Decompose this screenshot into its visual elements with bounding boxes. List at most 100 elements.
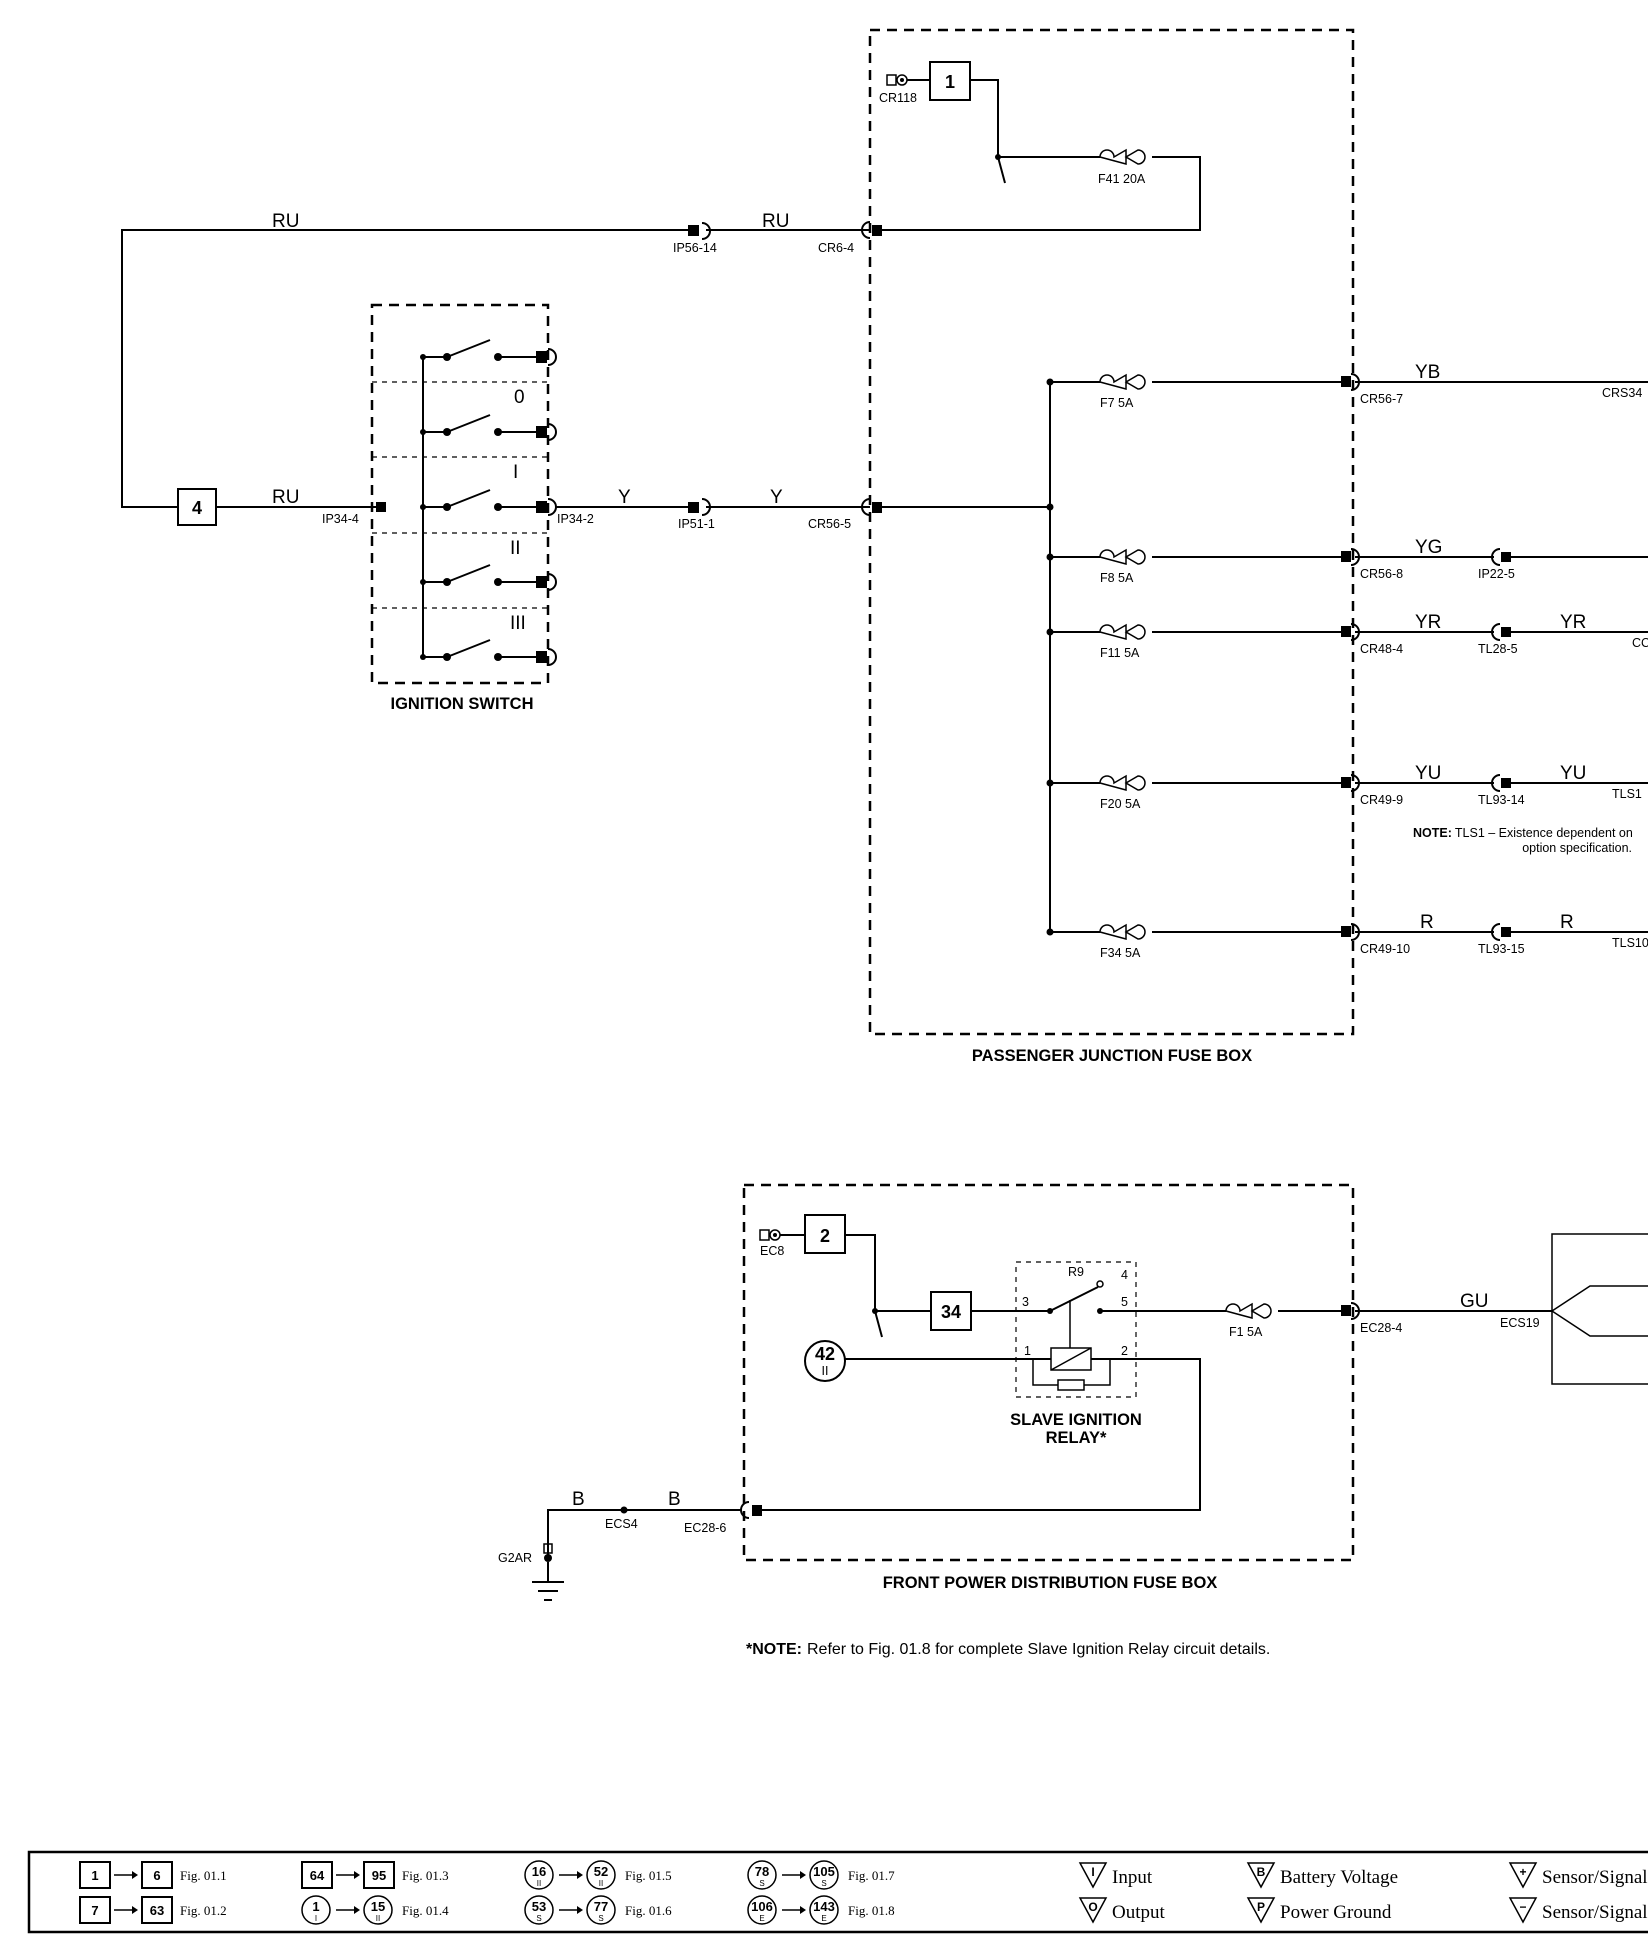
legend-arrow-head [800, 1871, 806, 1879]
circle-ref-42-top: 42 [815, 1344, 835, 1364]
wire [121, 229, 690, 508]
relay-pin-4: 4 [1121, 1268, 1128, 1282]
legend-arrow-head [577, 1871, 583, 1879]
ground-stub [874, 1310, 883, 1338]
ref-box-2[interactable] [804, 1214, 846, 1254]
fuse-f41-label: F41 20A [1098, 172, 1146, 186]
legend-circle-ref [586, 1895, 616, 1925]
switch-blade [446, 489, 491, 508]
note-tls1-line2: option specification. [1522, 841, 1632, 855]
legend-symbol: P Power Ground [1246, 1897, 1392, 1924]
out-pin [1341, 376, 1351, 387]
switch-blade [446, 639, 491, 658]
wire-ru-top-right: RU [762, 211, 789, 232]
ref-1-feed: CR118 1 [879, 61, 1100, 184]
out-pin [1341, 926, 1351, 937]
out-pin [1341, 551, 1351, 562]
legend-box-ref [363, 1861, 395, 1889]
legend-circle-ref [524, 1895, 554, 1925]
legend-circle-ref [301, 1895, 331, 1925]
ref-box-34[interactable] [930, 1291, 972, 1331]
cr6-socket [861, 221, 871, 239]
y-wire: Y Y IP51-1 [556, 487, 882, 531]
legend-box-ref [79, 1861, 111, 1889]
pin-cr6-4: CR6-4 [818, 241, 854, 255]
ref-box-4[interactable] [177, 488, 217, 526]
legend-ref-num: 16 [532, 1864, 546, 1879]
bottom-note-label: *NOTE: [746, 1641, 802, 1658]
switch-blade [446, 414, 491, 433]
relay-pin-2: 2 [1121, 1344, 1128, 1358]
fuse-symbol [1099, 923, 1146, 940]
legend-triangle-mark: P [1257, 1900, 1265, 1914]
switch-terminal [536, 651, 547, 663]
conn-pin [1501, 927, 1511, 937]
bottom-note: *NOTE:Refer to Fig. 01.8 for complete Sl… [746, 1641, 1270, 1658]
legend-symbol: −Sensor/Signal [1508, 1897, 1648, 1924]
switch-terminal-socket [547, 648, 557, 666]
relay-pin-3: 3 [1022, 1295, 1029, 1309]
out-pin-label: CR56-8 [1360, 567, 1403, 581]
legend-circle-ref [747, 1895, 777, 1925]
legend-ref-sub: S [759, 1879, 764, 1888]
target-label: CC [1632, 636, 1648, 650]
switch-blade [446, 564, 491, 583]
legend-fig: Fig. 01.8 [848, 1903, 895, 1918]
cr56-5-socket [861, 498, 871, 516]
legend-triangle-mark: + [1519, 1865, 1526, 1879]
ref-box-1[interactable] [929, 61, 971, 101]
legend-box-ref [141, 1861, 173, 1889]
legend-ref-num: 52 [594, 1864, 608, 1879]
conn-cr118-body [886, 74, 897, 86]
legend-ref-num: 106 [751, 1899, 773, 1914]
legend-symbol-label: Output [1112, 1902, 1166, 1923]
relay-outline [1015, 1261, 1137, 1398]
pin-ec28-6: EC28-6 [684, 1521, 726, 1535]
out-wire2-label: R [1560, 912, 1574, 933]
out-pin [1341, 777, 1351, 788]
legend-fig: Fig. 01.7 [848, 1868, 895, 1883]
pin-ip34-4: IP34-4 [322, 512, 359, 526]
switch-pos-ii: II [510, 538, 521, 559]
wire [845, 1234, 876, 1311]
legend-ref-sub: II [537, 1879, 541, 1888]
legend-ref-sub: S [821, 1879, 826, 1888]
conn-socket [1491, 623, 1501, 641]
splice-ecs19: ECS19 [1500, 1316, 1540, 1330]
legend-triangle [1078, 1897, 1108, 1924]
conn-socket [1491, 923, 1501, 941]
junction-dot [1046, 553, 1054, 561]
cr6-pin [872, 225, 882, 236]
front-box-title: FRONT POWER DISTRIBUTION FUSE BOX [883, 1574, 1218, 1592]
fuse-f1-symbol [1225, 1302, 1272, 1319]
conn-socket [1491, 548, 1501, 566]
legend-fig: Fig. 01.1 [180, 1868, 227, 1883]
out-pin-label: CR49-10 [1360, 942, 1410, 956]
fuse-f41: F41 20A [882, 148, 1201, 231]
legend-arrow-head [132, 1871, 138, 1879]
out-wire-label: YR [1415, 612, 1441, 633]
legend-symbol-label: Battery Voltage [1280, 1867, 1398, 1888]
legend-ref-num: 78 [755, 1864, 769, 1879]
legend-triangle [1246, 1862, 1276, 1889]
circle-ref-42[interactable] [804, 1340, 846, 1382]
legend-ref-sub: II [599, 1879, 603, 1888]
splice-block [1551, 1233, 1648, 1385]
wire-gu: GU [1460, 1291, 1489, 1312]
conn-ec8-label: EC8 [760, 1244, 784, 1258]
legend-box-ref [141, 1896, 173, 1924]
conn-socket [1491, 774, 1501, 792]
legend-ref-num: 7 [91, 1903, 98, 1918]
out-pin-label: CR56-7 [1360, 392, 1403, 406]
legend-ref-sub: I [315, 1914, 317, 1923]
out-wire-label: YB [1415, 362, 1440, 383]
fuse-symbol [1099, 548, 1146, 565]
legend-symbol-label: Power Ground [1280, 1902, 1392, 1923]
legend-ref-num: 63 [150, 1903, 164, 1918]
wire-ru-top-left: RU [272, 211, 299, 232]
